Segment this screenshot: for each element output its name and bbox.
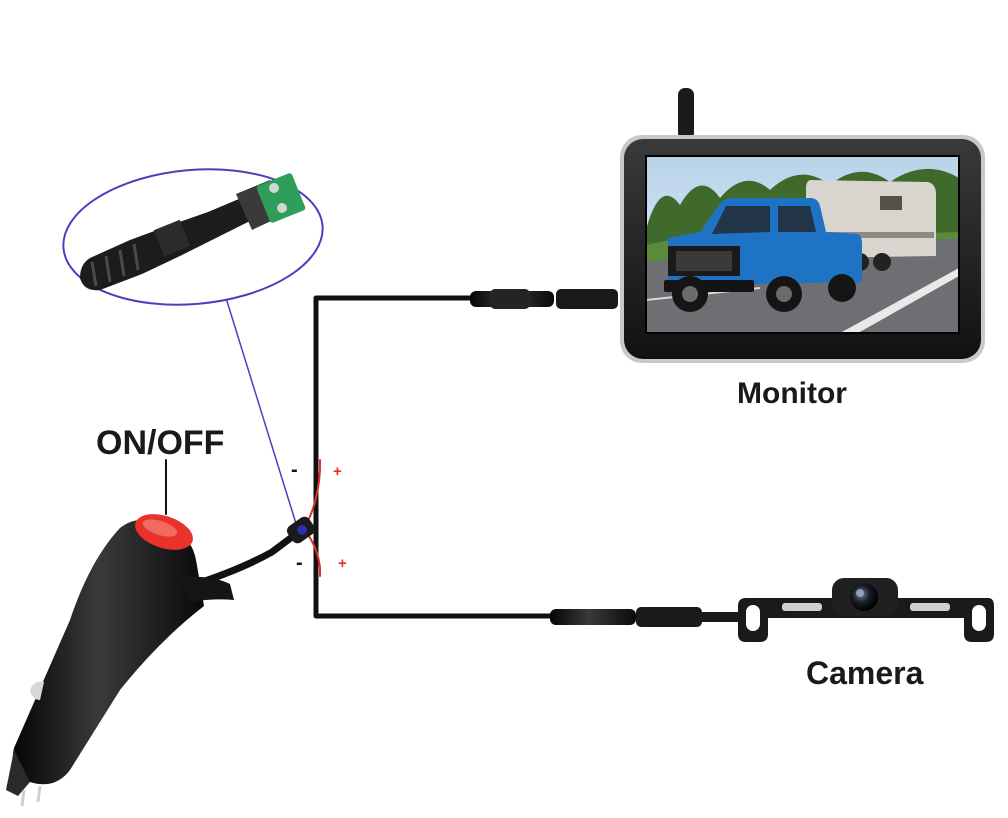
positive-mark-upper: + — [333, 463, 342, 480]
wire-negative-to-camera — [313, 517, 559, 619]
monitor-screen — [645, 156, 959, 333]
dc-connector-terminal — [256, 173, 306, 223]
splitter-junction — [286, 516, 316, 544]
positive-mark-lower: + — [338, 555, 347, 572]
negative-mark-upper: - — [291, 459, 298, 481]
monitor-antenna — [678, 88, 694, 140]
dc-connector-callout — [62, 168, 324, 306]
camera-label: Camera — [806, 655, 924, 691]
camera-lens — [850, 583, 878, 611]
switch-label: ON/OFF — [96, 424, 225, 462]
negative-mark-lower: - — [296, 552, 303, 574]
wire-negative-to-monitor — [313, 295, 479, 523]
wiring — [165, 295, 559, 619]
car-power-plug — [6, 514, 234, 807]
monitor — [620, 88, 985, 363]
camera — [738, 578, 994, 642]
monitor-label: Monitor — [737, 377, 847, 410]
camera-connector — [550, 607, 744, 627]
callout-leader — [225, 297, 299, 531]
monitor-connector — [470, 289, 618, 309]
